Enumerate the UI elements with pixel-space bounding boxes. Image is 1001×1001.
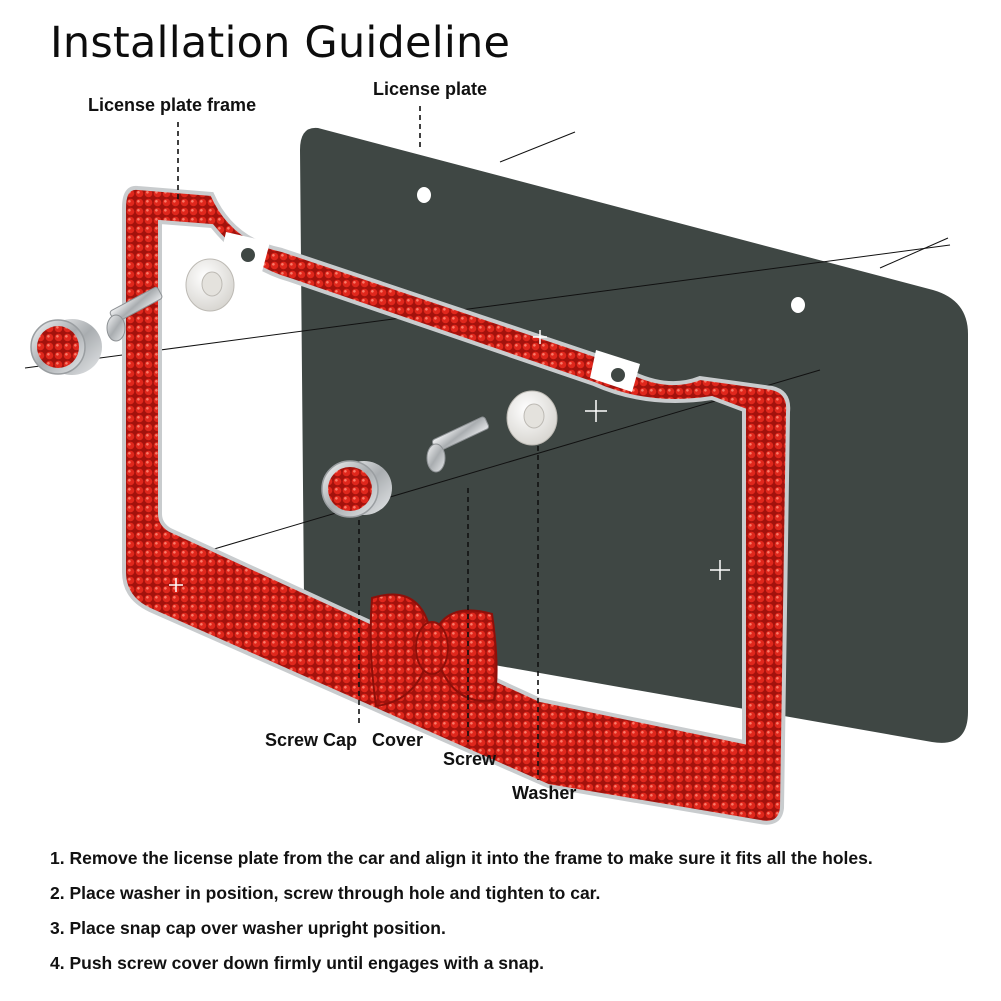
license-plate [300, 127, 968, 743]
bow-ornament [369, 593, 498, 708]
washer-bottom [506, 390, 558, 446]
step-item: 4. Push screw cover down firmly until en… [50, 953, 545, 973]
screw-top [106, 286, 163, 342]
screw-cap-top [30, 319, 102, 375]
page-title: Installation Guideline [50, 18, 511, 68]
label-cover: Cover [372, 730, 424, 750]
installation-steps: 1. Remove the license plate from the car… [50, 846, 873, 986]
screw-cap-bottom [321, 460, 392, 518]
leader-lines [177, 106, 539, 780]
step-item: 1. Remove the license plate from the car… [50, 848, 873, 868]
label-screw-cap: Screw Cap [265, 730, 358, 750]
sparkles [169, 296, 730, 592]
label-license-plate-frame: License plate frame [88, 95, 257, 115]
screw-bottom [426, 416, 490, 473]
label-license-plate: License plate [373, 79, 488, 99]
frame-hole-right [611, 368, 625, 382]
guide-lines [24, 131, 951, 566]
label-screw: Screw [443, 749, 497, 769]
step-item: 3. Place snap cap over washer upright po… [50, 918, 446, 938]
plate-hole-left [417, 187, 431, 203]
washer-top [185, 258, 235, 312]
plate-hole-right [791, 297, 805, 313]
label-washer: Washer [512, 783, 577, 803]
step-item: 2. Place washer in position, screw throu… [50, 883, 601, 903]
frame-hole-left [241, 248, 255, 262]
